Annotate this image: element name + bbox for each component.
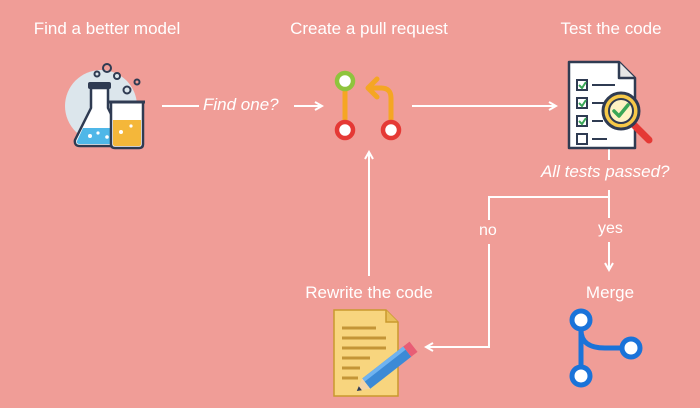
lab-flask-icon (65, 63, 145, 150)
node-title-merge: Merge (585, 283, 635, 302)
edge-no-b (426, 244, 490, 347)
node-title-find-model: Find a better model (33, 19, 181, 38)
edge-no-a (488, 196, 609, 220)
node-title-rewrite-code: Rewrite the code (305, 283, 433, 302)
node-title-test-code: Test the code (560, 19, 662, 38)
git-merge-icon (569, 308, 643, 388)
edge-label-find-one: Find one? (203, 95, 279, 114)
edge-label-all-tests-passed: All tests passed? (541, 162, 670, 181)
git-pull-request-icon (334, 70, 402, 141)
node-title-pull-request: Create a pull request (290, 19, 448, 38)
checklist-magnifier-icon (567, 60, 653, 150)
edge-label-no: no (479, 222, 497, 239)
edge-label-yes: yes (598, 220, 623, 237)
document-pencil-icon (333, 309, 418, 397)
